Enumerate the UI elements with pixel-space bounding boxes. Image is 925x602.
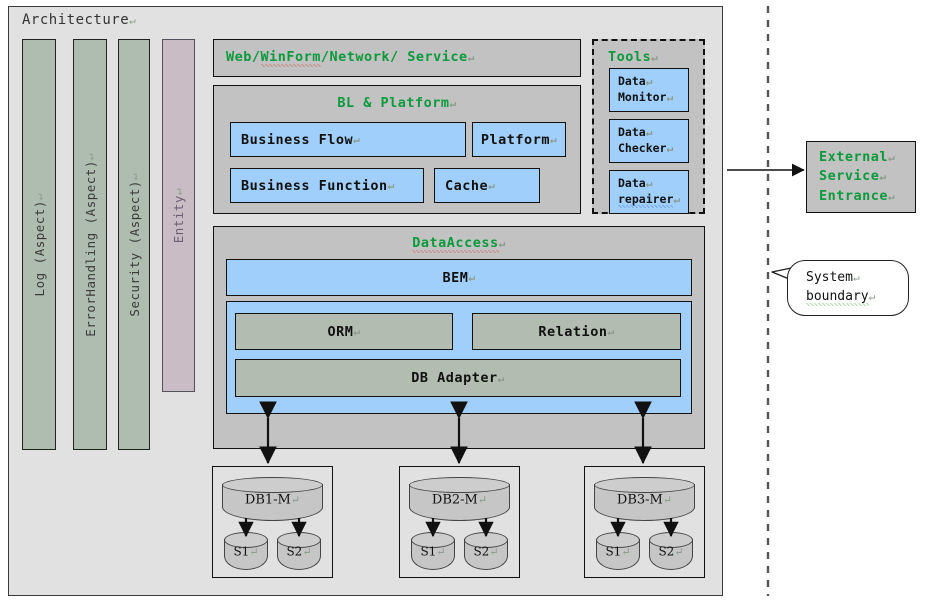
tools-title: Tools↵ xyxy=(608,49,659,65)
bl-platform-title: BL & Platform↵ xyxy=(337,95,457,111)
business-flow-label: Business Flow xyxy=(241,131,354,148)
tool-line1: Data xyxy=(618,125,646,140)
tool-line1: Data xyxy=(618,74,646,89)
db-slave-cylinder-1-s1[interactable]: S1↵ xyxy=(224,532,268,570)
entity-column[interactable]: Entity↵ xyxy=(162,39,195,392)
presentation-layer-title: Web/WinForm/Network/ Service↵ xyxy=(226,49,475,67)
orm-box[interactable]: ORM↵ xyxy=(235,313,453,350)
relation-label: Relation xyxy=(538,323,608,340)
db-master-label: DB2-M↵ xyxy=(431,492,488,508)
orm-label: ORM xyxy=(327,323,354,340)
db-slave-label: S1↵ xyxy=(605,544,631,559)
db-adapter-box[interactable]: DB Adapter↵ xyxy=(235,359,681,397)
db-slave-cylinder-3-s1[interactable]: S1↵ xyxy=(596,532,640,570)
callout-line2: boundary xyxy=(806,289,869,306)
db-master-label: DB3-M↵ xyxy=(616,492,673,508)
business-function-box[interactable]: Business Function↵ xyxy=(230,168,424,203)
platform-label: Platform xyxy=(480,131,550,148)
tool-line2: repairer xyxy=(618,192,674,208)
aspect-column-security[interactable]: Security (Aspect)↵ xyxy=(118,39,150,450)
db-slave-label: S2↵ xyxy=(473,544,499,559)
bem-box[interactable]: BEM↵ xyxy=(226,259,692,296)
external-line3: Entrance xyxy=(819,187,889,204)
db-slave-cylinder-2-s1[interactable]: S1↵ xyxy=(411,532,455,570)
db-slave-cylinder-1-s2[interactable]: S2↵ xyxy=(277,532,321,570)
db-slave-label: S2↵ xyxy=(658,544,684,559)
db-adapter-label: DB Adapter xyxy=(411,370,498,386)
aspect-column-errorhandling[interactable]: ErrorHandling (Aspect)↵ xyxy=(73,39,107,450)
external-line1: External xyxy=(819,148,889,165)
tool-data-repairer[interactable]: Data↵ repairer↵ xyxy=(609,170,689,214)
bem-label: BEM xyxy=(442,269,469,286)
pilcrow-mark: ↵ xyxy=(129,14,137,27)
platform-box[interactable]: Platform↵ xyxy=(472,122,566,157)
callout-line1: System xyxy=(806,270,853,286)
tool-line1: Data xyxy=(618,176,646,191)
tool-data-checker[interactable]: Data↵ Checker↵ xyxy=(609,119,689,163)
business-flow-box[interactable]: Business Flow↵ xyxy=(230,122,466,157)
db-master-label: DB1-M↵ xyxy=(244,492,301,508)
db-slave-label: S1↵ xyxy=(420,544,446,559)
tool-line2: Checker xyxy=(618,141,667,155)
db-master-cylinder-2[interactable]: DB2-M↵ xyxy=(409,477,510,521)
external-service-entrance-box[interactable]: External↵ Service↵ Entrance↵ xyxy=(806,141,916,213)
cache-box[interactable]: Cache↵ xyxy=(434,168,540,203)
system-boundary-callout[interactable]: System↵ boundary↵ xyxy=(787,260,909,316)
tool-line2: Monitor xyxy=(618,90,667,104)
external-line2: Service xyxy=(819,168,880,185)
db-slave-label: S2↵ xyxy=(286,544,312,559)
presentation-layer-panel[interactable]: Web/WinForm/Network/ Service↵ xyxy=(213,39,581,77)
db-master-cylinder-3[interactable]: DB3-M↵ xyxy=(594,477,695,521)
cache-label: Cache xyxy=(445,177,489,194)
tool-data-monitor[interactable]: Data↵ Monitor↵ xyxy=(609,68,689,112)
data-access-title: DataAccess↵ xyxy=(412,235,506,253)
relation-box[interactable]: Relation↵ xyxy=(472,313,681,350)
page-title: Architecture↵ xyxy=(22,12,137,28)
db-slave-label: S1↵ xyxy=(233,544,259,559)
db-master-cylinder-1[interactable]: DB1-M↵ xyxy=(222,477,323,521)
db-slave-cylinder-3-s2[interactable]: S2↵ xyxy=(649,532,693,570)
business-function-label: Business Function xyxy=(241,177,388,194)
aspect-column-log[interactable]: Log (Aspect)↵ xyxy=(22,39,56,450)
